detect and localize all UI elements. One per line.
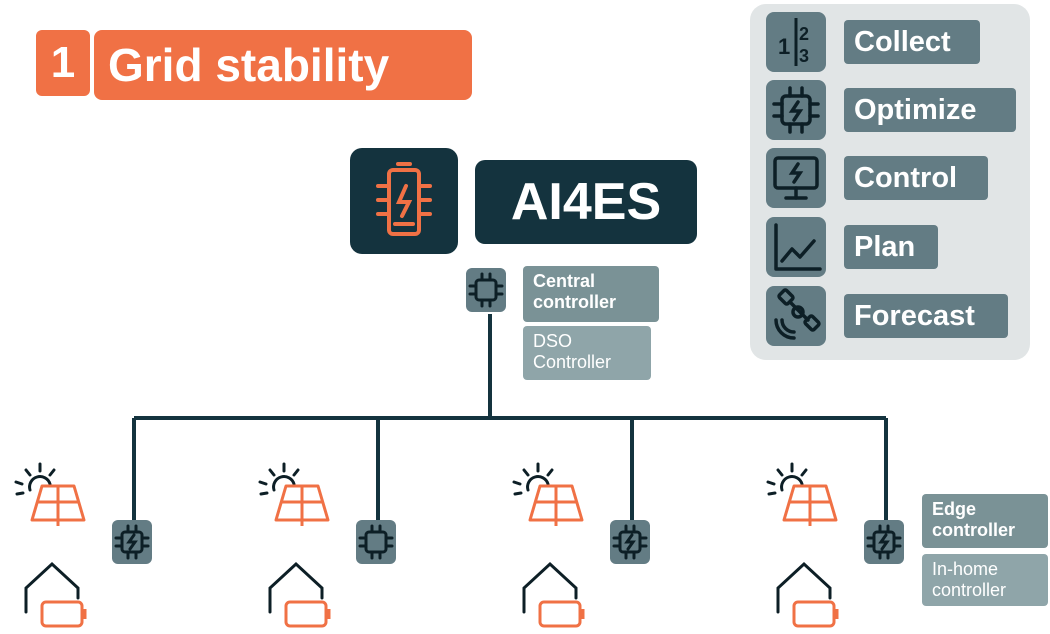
svg-text:1: 1 <box>778 34 790 59</box>
legend-label-forecast: Forecast <box>844 294 1008 338</box>
svg-text:2: 2 <box>799 24 809 44</box>
household-2 <box>256 462 346 632</box>
legend-label-collect: Collect <box>844 20 980 64</box>
edge-controller-chip-icon-4 <box>864 520 904 564</box>
monitor-icon <box>766 148 826 208</box>
legend-label-plan: Plan <box>844 225 938 269</box>
brand-name: AI4ES <box>475 160 697 244</box>
dso-controller-label: DSO Controller <box>523 326 651 380</box>
legend-label-optimize: Optimize <box>844 88 1016 132</box>
edge-controller-label: Edge controller <box>922 494 1048 548</box>
chart-icon <box>766 217 826 277</box>
page-title-text: Grid stability <box>108 39 390 91</box>
step-number-badge: 1 <box>36 30 90 96</box>
central-controller-label: Central controller <box>523 266 659 322</box>
page-title: Grid stability <box>94 30 472 100</box>
household-3 <box>510 462 600 632</box>
battery-chip-icon <box>350 148 458 254</box>
household-4 <box>764 462 854 632</box>
edge-controller-chip-icon-2 <box>356 520 396 564</box>
household-1 <box>12 462 102 632</box>
edge-controller-chip-icon-3 <box>610 520 650 564</box>
in-home-controller-label: In-home controller <box>922 554 1048 606</box>
central-controller-chip-icon <box>466 268 506 312</box>
svg-text:3: 3 <box>799 46 809 66</box>
edge-controller-chip-icon-1 <box>112 520 152 564</box>
legend-label-control: Control <box>844 156 988 200</box>
satellite-icon <box>766 286 826 346</box>
chip-icon <box>766 80 826 140</box>
